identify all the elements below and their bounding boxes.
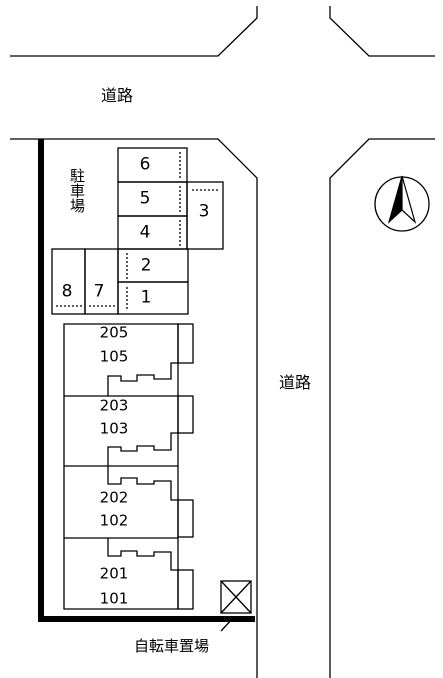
bicycle-parking-box [220,580,252,614]
room-number: 103 [99,419,129,438]
slot-number-6: 6 [139,154,151,175]
room-number: 201 [99,564,129,583]
parking-label: 駐車場 [68,168,86,213]
balcony [177,395,194,434]
balcony [177,569,194,610]
site-wall [38,139,255,622]
balcony [177,499,194,538]
slot-number-1: 1 [140,287,152,308]
slot-number-3: 3 [198,201,210,222]
parking-slot-4 [117,215,188,250]
stair-outline [107,466,178,501]
room-number: 202 [99,488,129,507]
bicycle-parking-label: 自転車置場 [134,637,210,655]
parking-slot-7 [84,248,119,315]
road-label-right: 道路 [279,373,312,392]
road-edge-top-left [10,6,258,57]
road-edge-top-right [329,6,435,57]
slot-number-5: 5 [139,188,151,209]
parking-slot-5 [117,181,188,217]
road-edge-right [329,138,435,678]
site-boundary-top [10,138,258,678]
north-arrow-icon [374,175,430,232]
room-number: 203 [99,396,129,415]
room-number: 101 [99,589,129,608]
parking-slot-3 [186,181,224,250]
stair-outline [107,362,178,396]
slot-number-2: 2 [140,255,152,276]
road-label-top: 道路 [101,86,134,105]
stair-outline [107,538,178,571]
unit-divider [64,395,178,539]
room-number: 102 [99,511,129,530]
room-number: 105 [99,347,129,366]
slot-number-4: 4 [139,222,151,243]
stair-outline [107,432,178,466]
bicycle-parking-leader [220,616,235,632]
slot-number-7: 7 [93,281,105,302]
parking-slot-6 [117,147,188,183]
balcony [177,323,194,364]
slot-number-8: 8 [61,281,73,302]
room-number: 205 [99,323,129,342]
parking-slot-1 [117,281,189,315]
parking-slot-2 [117,248,189,283]
